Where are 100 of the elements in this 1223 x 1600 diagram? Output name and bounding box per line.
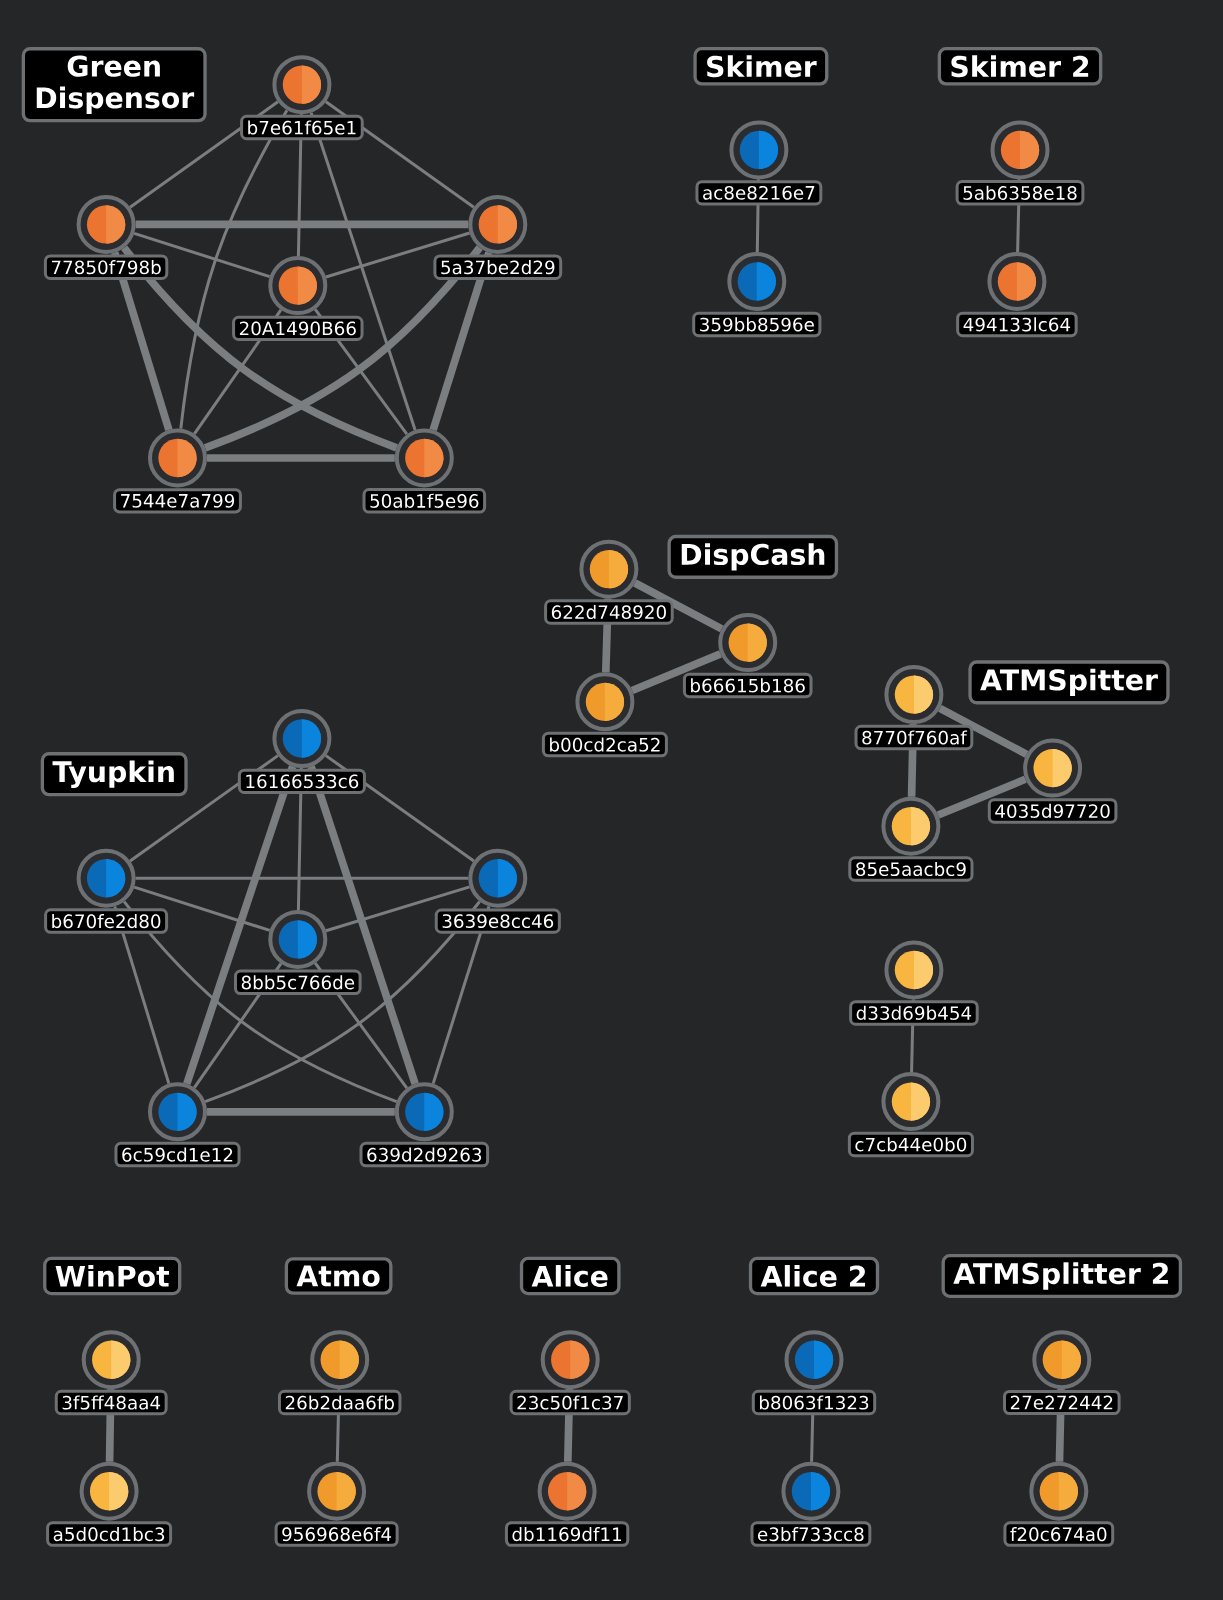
node-label: 8770f760af <box>854 724 974 751</box>
node-label: 7544e7a799 <box>113 488 242 514</box>
node-circle <box>268 909 328 969</box>
node-circle <box>727 252 787 311</box>
node-circle <box>268 256 328 316</box>
node-label: c7cb44e0b0 <box>847 1131 974 1158</box>
node-label: 639d2d9263 <box>359 1141 490 1168</box>
node-circle <box>881 1072 941 1132</box>
node-label: 77850f798b <box>43 254 169 280</box>
node-label: f20c674a0 <box>1003 1521 1115 1547</box>
edge-line <box>179 109 289 429</box>
cluster-title: Alice <box>519 1256 621 1296</box>
node-label: d33d69b454 <box>849 1000 979 1026</box>
edge-line <box>325 885 471 933</box>
node-circle <box>781 1461 841 1521</box>
node-label: b670fe2d80 <box>44 908 169 934</box>
node-circle <box>394 428 454 488</box>
node-circle <box>575 672 635 732</box>
cluster-title: Tyupkin <box>40 752 188 797</box>
node-label: 23c50f1c37 <box>509 1389 631 1416</box>
cluster-title: Alice 2 <box>748 1256 880 1296</box>
cluster-title: Green Dispensor <box>21 47 207 123</box>
edge-line <box>135 876 469 880</box>
edge-line <box>633 579 724 633</box>
edge-line <box>133 885 271 932</box>
node-label: 26b2daa6fb <box>277 1389 402 1416</box>
cluster-title: ATMSplitter 2 <box>941 1253 1183 1299</box>
cluster-title: DispCash <box>667 534 839 579</box>
node-label: e3bf733cc8 <box>750 1521 872 1547</box>
node-circle <box>76 194 136 254</box>
node-label: b8063f1323 <box>751 1389 877 1416</box>
edge-line <box>309 112 417 431</box>
node-circle <box>718 613 778 673</box>
node-label: 4035d97720 <box>987 798 1118 824</box>
node-circle <box>76 848 136 908</box>
node-label: 622d748920 <box>544 599 674 625</box>
node-label: a5d0cd1bc3 <box>46 1521 173 1547</box>
edge-line <box>129 100 279 209</box>
edge-line <box>938 705 1029 758</box>
cluster-title: Atmo <box>284 1257 393 1295</box>
node-circle <box>394 1082 454 1142</box>
node-label: 5a37be2d29 <box>433 254 563 280</box>
node-circle <box>784 1330 844 1390</box>
node-label: db1169df11 <box>504 1521 630 1547</box>
edge-line <box>307 765 419 1085</box>
node-label: 3639e8cc46 <box>434 908 561 934</box>
edge-line <box>133 231 271 279</box>
cluster-title: Skimer 2 <box>937 47 1103 86</box>
node-circle <box>81 1330 141 1390</box>
edge-line <box>429 251 493 432</box>
edge-line <box>203 245 483 452</box>
node-circle <box>468 848 528 908</box>
cluster-title: Skimer <box>693 47 829 86</box>
node-circle <box>884 665 944 725</box>
node-circle <box>1023 738 1083 798</box>
edge-line <box>121 245 398 452</box>
node-circle <box>148 1082 207 1142</box>
edge-line <box>936 775 1027 819</box>
node-circle <box>884 940 944 1000</box>
node-label: ac8e8216e7 <box>695 180 823 206</box>
node-label: 956968e6f4 <box>274 1521 399 1547</box>
node-circle <box>148 428 207 488</box>
edge-line <box>325 754 475 863</box>
node-circle <box>79 1461 139 1521</box>
node-circle <box>537 1461 597 1521</box>
node-circle <box>579 539 639 599</box>
edge-line <box>129 754 279 863</box>
cluster-title: ATMSpitter <box>968 660 1170 705</box>
node-label: 494133lc64 <box>956 311 1078 338</box>
edge-line <box>111 251 173 431</box>
node-label: 16166533c6 <box>237 768 366 794</box>
node-label: 359bb8596e <box>692 311 822 338</box>
node-circle <box>310 1330 370 1390</box>
node-label: 85e5aacbc9 <box>848 856 974 882</box>
node-label: 50ab1f5e96 <box>362 488 487 514</box>
node-circle <box>272 55 332 115</box>
node-label: 6c59cd1e12 <box>114 1141 241 1168</box>
node-circle <box>881 796 941 856</box>
node-label: 8bb5c766de <box>234 969 362 996</box>
edge-line <box>325 100 475 209</box>
node-label: b7e61f65e1 <box>240 114 364 141</box>
node-label: 27e272442 <box>1003 1389 1121 1416</box>
node-label: 5ab6358e18 <box>955 180 1085 206</box>
node-label: b00cd2ca52 <box>541 731 668 758</box>
edge-line <box>183 765 297 1086</box>
node-label: b66615b186 <box>682 672 813 699</box>
node-circle <box>272 709 332 768</box>
node-circle <box>540 1330 600 1390</box>
node-circle <box>729 120 789 180</box>
node-circle <box>990 120 1050 180</box>
node-label: 20A1490B66 <box>232 315 364 341</box>
node-circle <box>1029 1461 1089 1521</box>
edge-line <box>122 900 398 1103</box>
node-circle <box>307 1461 367 1521</box>
edge-line <box>630 650 722 695</box>
edge-line <box>204 900 481 1104</box>
node-circle <box>1032 1330 1092 1390</box>
cluster-title: WinPot <box>43 1256 182 1296</box>
edge-line <box>325 231 471 279</box>
node-label: 3f5ff48aa4 <box>54 1389 168 1416</box>
